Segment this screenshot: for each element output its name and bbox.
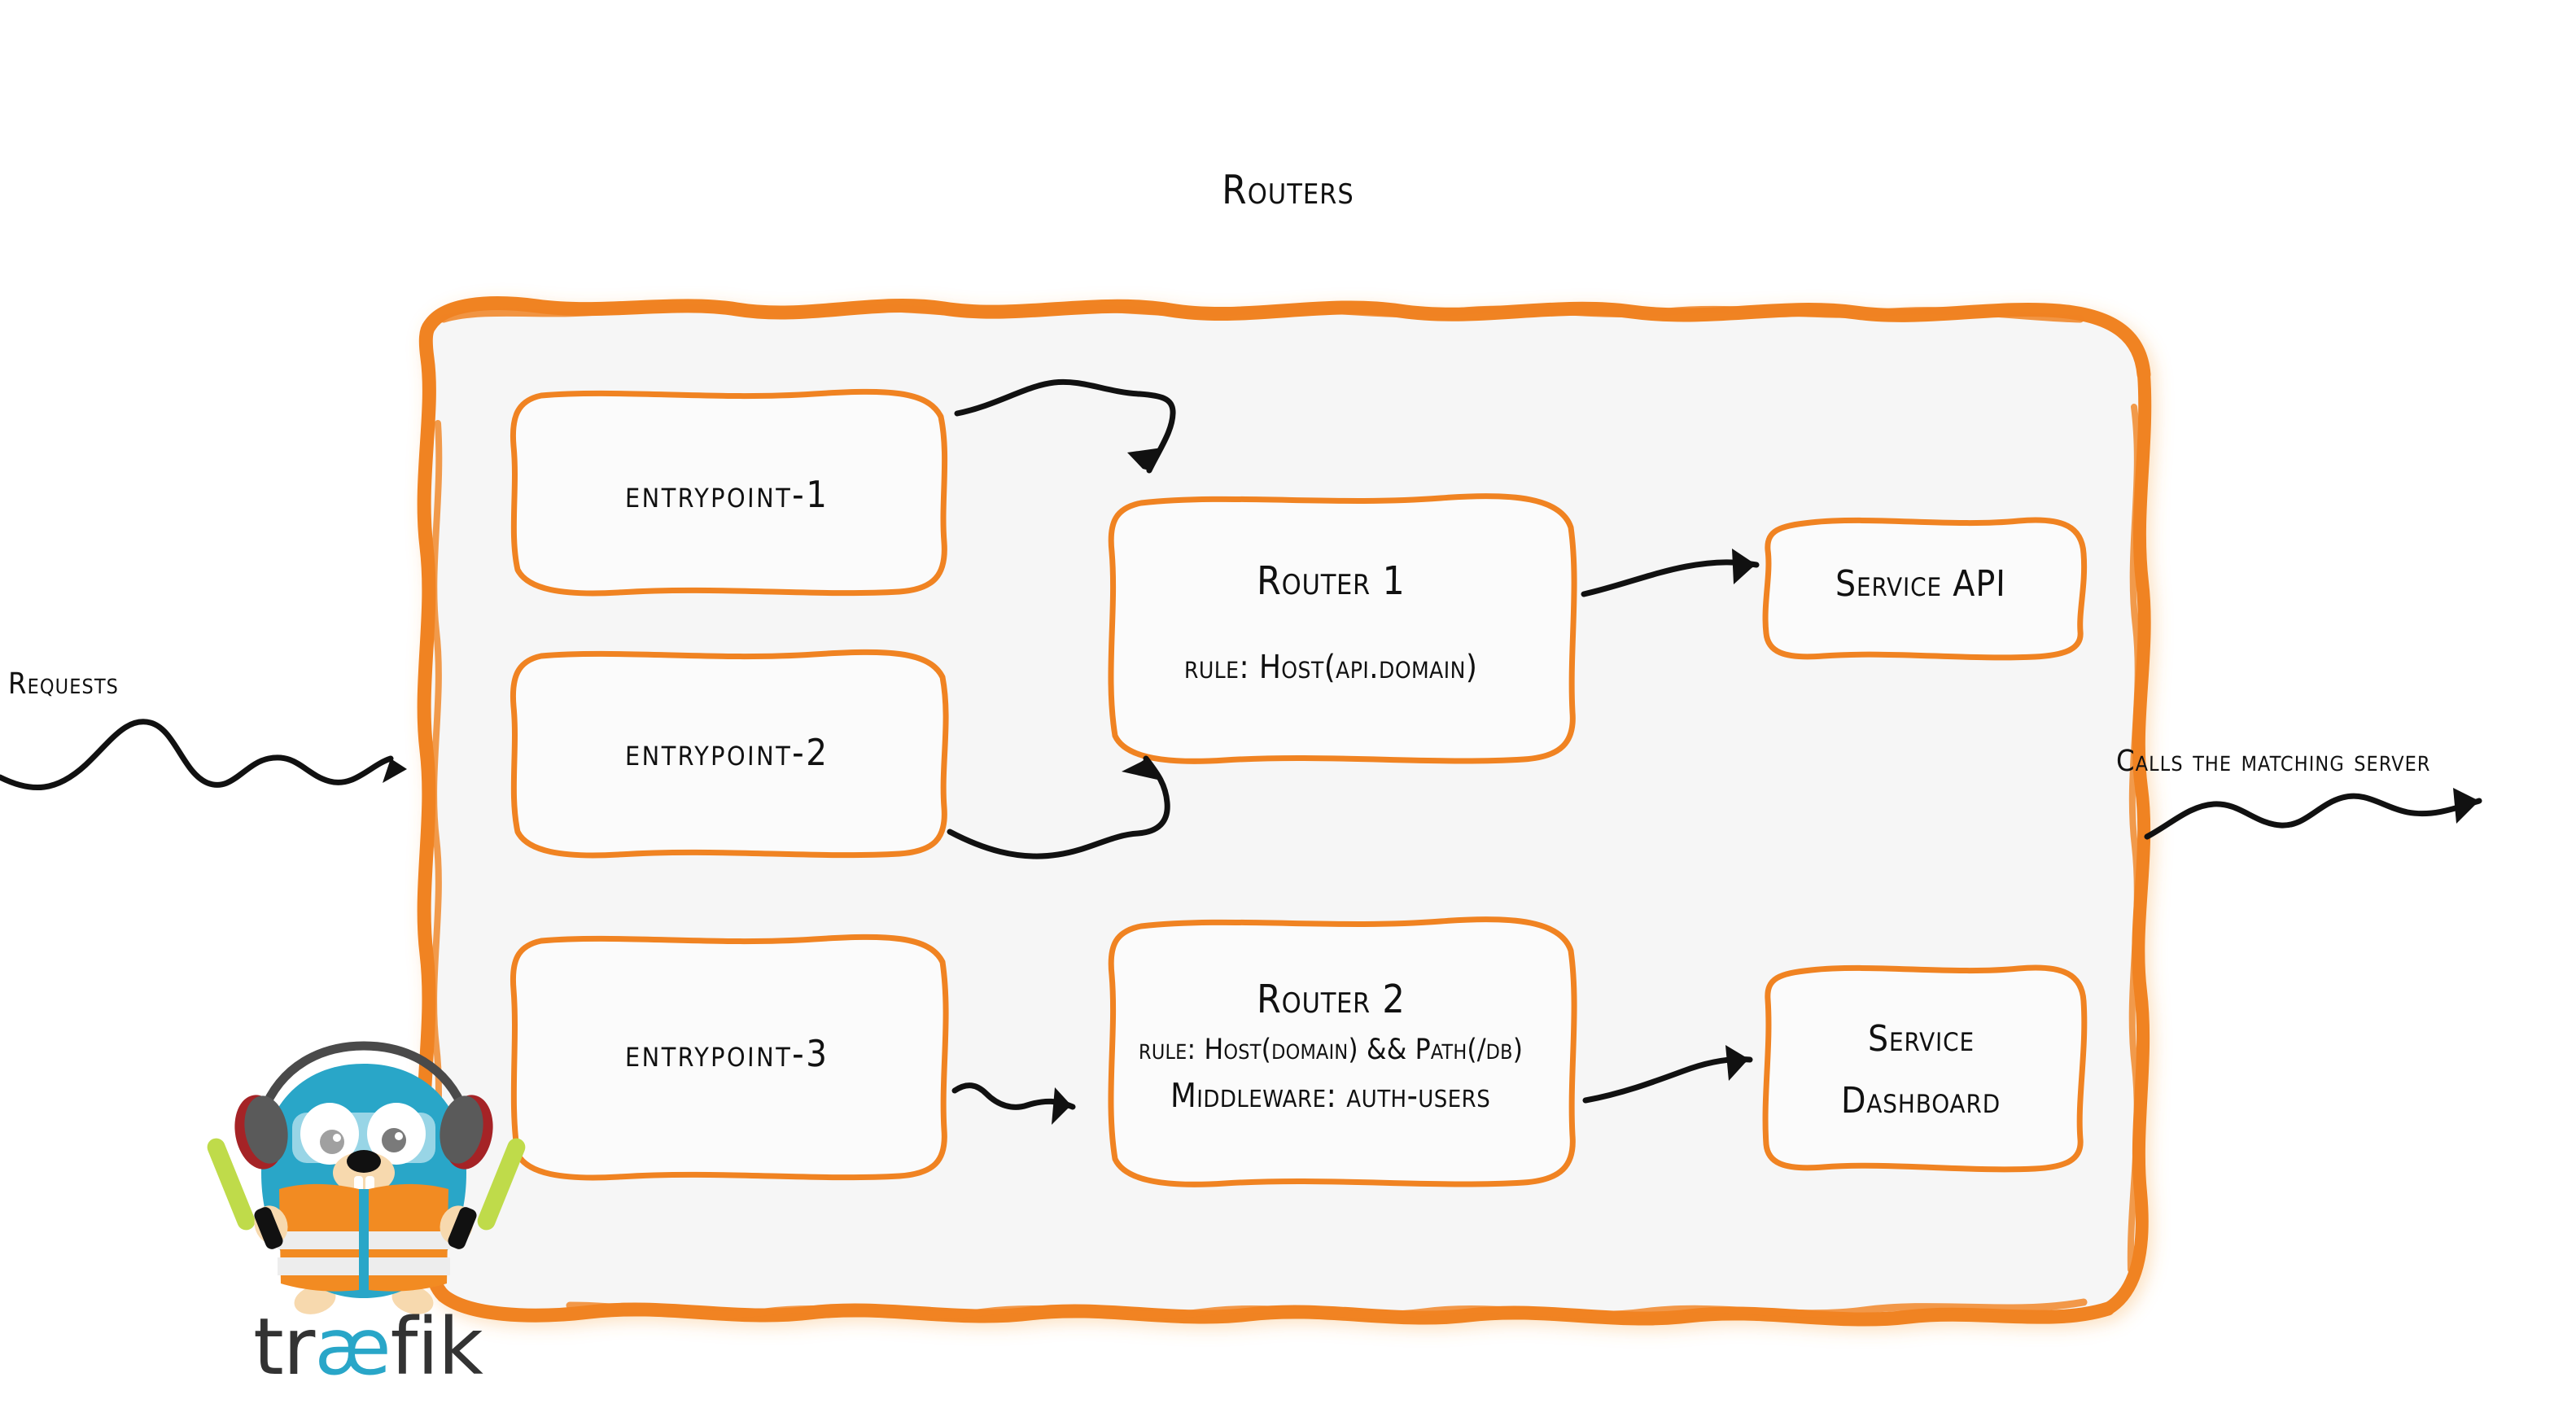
panel-border-right-2 [2127,404,2141,1273]
page-title: Routers [0,167,2576,213]
safety-vest [278,1183,450,1293]
requests-label: Requests [7,667,120,701]
calls-matching-server-label: Calls the matching server [2115,745,2431,778]
router-1-title: Router 1 [1256,558,1406,605]
gopher-hands [254,1205,477,1249]
arrowhead-ep2 [1122,759,1157,780]
arrow-calls-out [2144,793,2482,840]
gopher-muzzle [333,1150,395,1196]
arrow-ep3-router2 [951,1082,1076,1110]
arrow-router1-serviceapi [1581,559,1760,597]
wordmark-part-1: tr [253,1301,315,1393]
router-2-rule: rule: Host(domain) && Path(/db) [1138,1034,1524,1067]
marshalling-wands [207,1138,526,1231]
router-2-middleware: Middleware: auth-users [1170,1075,1491,1115]
entrypoint-1-label-group[interactable]: entrypoint-1 [507,395,947,594]
gopher-feet [294,1285,434,1314]
arrowhead-ep3 [1052,1087,1073,1125]
arrow-router2-servicedash [1582,1056,1753,1104]
router-2-label-group[interactable]: Router 2 rule: Host(domain) && Path(/db)… [1095,924,1567,1168]
router-1-rule: rule: Host(api.domain) [1183,648,1478,686]
entrypoint-3-label-group[interactable]: entrypoint-3 [507,936,947,1172]
panel-border-top [422,296,2151,382]
arrow-ep2-router1 [947,755,1170,859]
entrypoint-2-label-group[interactable]: entrypoint-2 [507,651,947,855]
headphone-band [258,1041,470,1117]
router-1-label-group[interactable]: Router 1 rule: Host(api.domain) [1095,501,1567,745]
arrowhead-calls [2453,788,2479,824]
entrypoint-3-label: entrypoint-3 [624,1032,829,1076]
arrow-ep1-router1 [954,378,1176,474]
panel-border-right [2101,368,2152,1315]
traefik-gopher-icon [207,1041,526,1314]
service-dashboard-label-line2: Dashboard [1840,1080,2001,1122]
service-api-label: Service API [1835,562,2007,605]
headphone-earcups [234,1095,493,1170]
panel-border-bottom [436,1288,2115,1327]
arrowhead-ep1 [1127,448,1162,470]
wordmark-part-2: æ [314,1301,391,1393]
panel-border-top-2 [440,303,2084,323]
service-dashboard-label-line1: Service [1867,1018,1975,1060]
entrypoint-2-label: entrypoint-2 [624,731,829,775]
traefik-logo: træfik [207,1021,526,1404]
gopher-eyes [300,1103,426,1165]
service-api-label-group[interactable]: Service API [1770,533,2071,635]
arrow-requests [0,719,394,791]
page-title-text: Routers [1221,167,1355,213]
arrowhead-serviceapi [1732,549,1756,584]
service-dashboard-label-group[interactable]: Service Dashboard [1770,977,2071,1164]
traefik-wordmark: træfik [217,1308,518,1386]
wordmark-part-3: fik [390,1301,483,1393]
entrypoint-1-label: entrypoint-1 [624,472,829,516]
panel-border-bottom-2 [566,1298,2088,1318]
router-2-title: Router 2 [1256,976,1406,1022]
arrowhead-servicedash [1725,1045,1750,1081]
arrowhead-requests [383,759,407,783]
